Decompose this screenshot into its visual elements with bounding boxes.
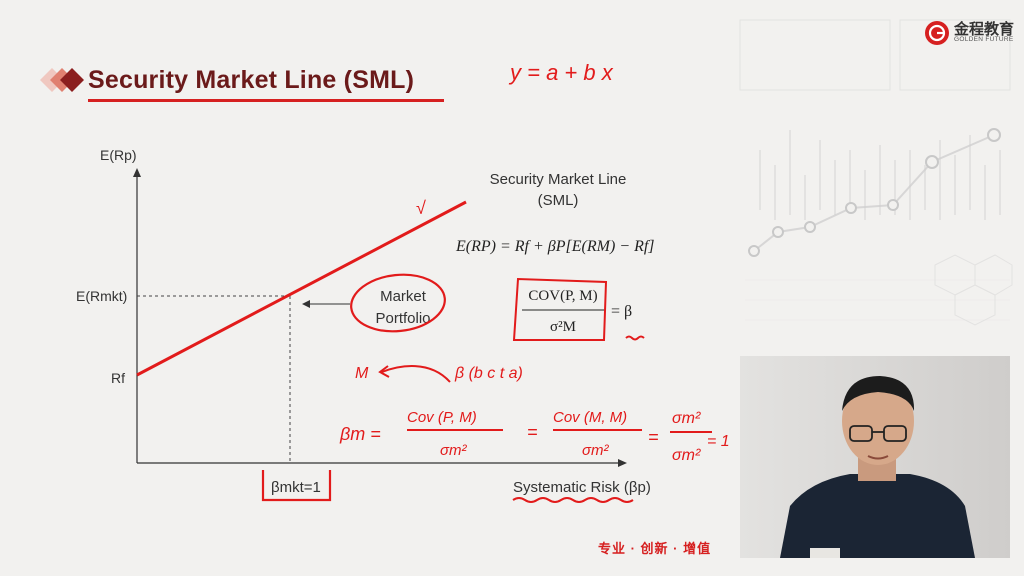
- slide-title-block: Security Market Line (SML): [30, 62, 414, 98]
- presenter-face: [842, 377, 914, 465]
- handwritten-beta-note: β (b c t a): [454, 365, 523, 382]
- logo-chinese: 金程教育: [954, 21, 1015, 39]
- handwritten-sigma-ratio-den: σm²: [672, 447, 701, 464]
- sml-diagram: E(Rp) E(Rmkt) Rf Systematic Risk (βp) βm…: [76, 60, 730, 503]
- bg-point: [748, 245, 760, 257]
- handwritten-m: M: [355, 365, 369, 382]
- pointer-arrow-icon: [302, 300, 310, 308]
- presenter-webcam: [740, 356, 1010, 558]
- presenter-shirt: [780, 474, 975, 558]
- bg-point: [887, 199, 899, 211]
- handwritten-sigma-m-sq: σm²: [440, 442, 468, 459]
- beta-underline-ink: [625, 335, 645, 341]
- title-underline-ink: [88, 99, 444, 102]
- sml-line: [136, 200, 467, 377]
- beta-formula-box-ink: [512, 277, 608, 341]
- bg-panel: [899, 19, 1011, 91]
- bg-point: [772, 226, 784, 238]
- market-portfolio-line1: Market: [380, 288, 427, 305]
- handwritten-equals: =: [527, 422, 538, 442]
- logo-english: GOLDEN FUTURE: [954, 36, 1014, 44]
- beta-equals: = β: [611, 303, 632, 320]
- beta-denominator: σ²M: [550, 319, 576, 335]
- sml-label-line1: Security Market Line: [490, 171, 627, 188]
- sml-equation: E(RP) = Rf + βP[E(RM) − Rf]: [455, 238, 655, 255]
- diamond-bullets-icon: [40, 68, 84, 92]
- x-label-underline-ink: [512, 497, 634, 503]
- bg-point: [845, 202, 857, 214]
- beta-mkt-label: βmkt=1: [271, 479, 321, 496]
- bg-point: [987, 128, 1001, 142]
- handwritten-equals-2: =: [648, 427, 659, 447]
- rf-label: Rf: [111, 370, 125, 386]
- presenter-video-feed: [740, 356, 1010, 558]
- y-axis-label: E(Rp): [100, 147, 137, 163]
- handwritten-equals-one: = 1: [707, 433, 730, 450]
- handwritten-cov-pm: Cov (P, M): [407, 409, 477, 426]
- beta-mkt-box-ink: [261, 470, 332, 502]
- beta-numerator: COV(P, M): [528, 288, 597, 304]
- handwritten-cov-mm: Cov (M, M): [553, 409, 627, 426]
- handwritten-check: √: [416, 198, 426, 218]
- bg-panel: [739, 19, 891, 91]
- handwritten-beta-m: βm =: [339, 424, 381, 444]
- presenter-hair: [842, 376, 915, 411]
- bg-point: [804, 221, 816, 233]
- market-portfolio-line2: Portfolio: [375, 310, 430, 327]
- sml-label-line2: (SML): [538, 192, 579, 209]
- footer-motto: 专业 · 创新 · 增值: [598, 541, 712, 556]
- handwritten-sigma-ratio-num: σm²: [672, 410, 701, 427]
- golden-future-logo-icon: [925, 21, 949, 45]
- slide-title: Security Market Line (SML): [88, 65, 415, 94]
- x-axis-arrow-icon: [618, 459, 627, 467]
- x-axis-label: Systematic Risk (βp): [513, 479, 651, 496]
- company-logo: 金程教育 GOLDEN FUTURE: [924, 20, 1014, 46]
- handwritten-sigma-m-sq-2: σm²: [582, 442, 610, 459]
- bg-point: [925, 155, 939, 169]
- e-rmkt-label: E(Rmkt): [76, 288, 127, 304]
- y-axis-arrow-icon: [133, 168, 141, 177]
- handwritten-arrow-to-m: [381, 365, 451, 383]
- handwritten-regression: y = a + b x: [508, 60, 614, 85]
- handwritten-arrow-head-icon: [378, 365, 390, 378]
- market-portfolio-circle-ink: [350, 273, 446, 333]
